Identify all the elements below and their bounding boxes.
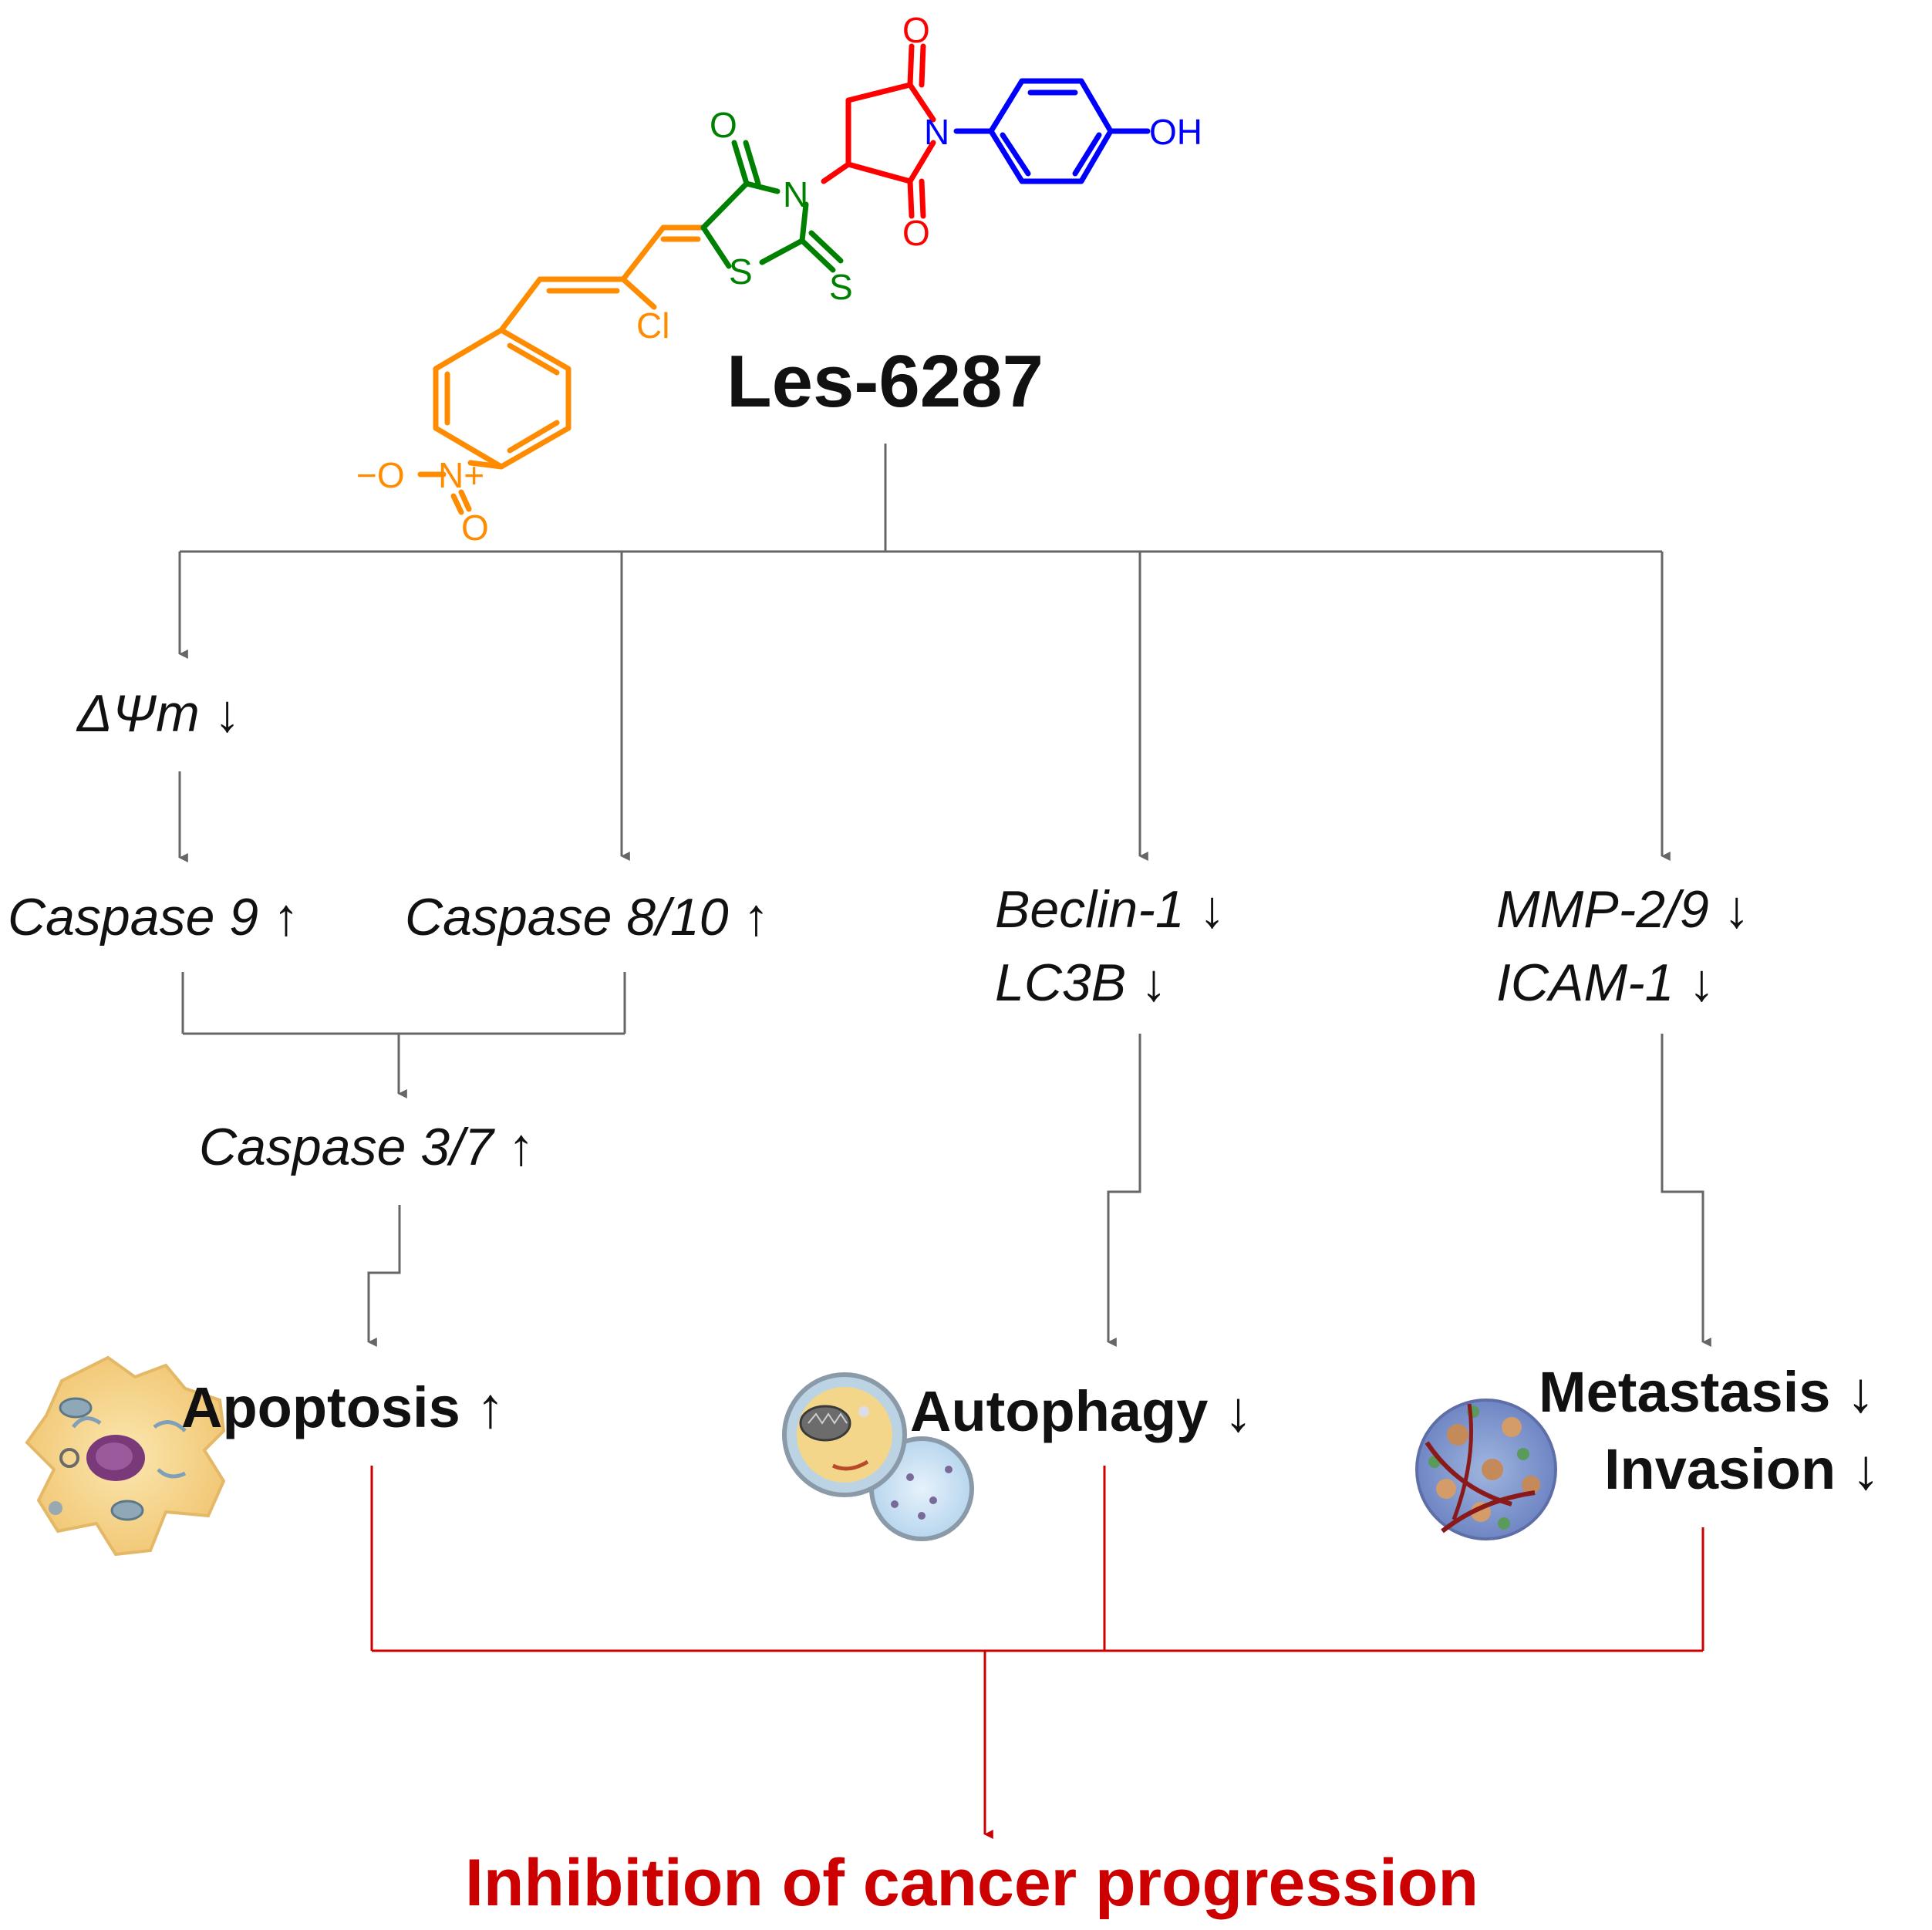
caspase8-10-label: Caspase 8/10 ↑: [405, 888, 770, 946]
lc3b-label: LC3B ↓: [995, 953, 1167, 1012]
tumor-cell-cluster-icon: [1415, 1399, 1557, 1540]
atom-o-top: O: [902, 10, 930, 50]
mitochondrial-potential-label: ΔΨm ↓: [76, 684, 241, 743]
caspase3-7-label: Caspase 3/7 ↑: [199, 1118, 534, 1176]
connector-lines: [178, 444, 1711, 1347]
atom-nitro-o: O: [461, 508, 489, 548]
convergence-lines: [370, 1466, 1704, 1839]
les-6287-structure: O N O OH O N S S Cl −O N+ O: [356, 10, 1202, 548]
caspase9-label: Caspase 9 ↑: [8, 888, 299, 946]
atom-o-bottom: O: [902, 213, 930, 253]
conclusion-label: Inhibition of cancer progression: [465, 1846, 1479, 1920]
rhodanine-group: [700, 140, 844, 273]
atom-nitro-o-minus: −O: [356, 455, 405, 495]
atom-cl: Cl: [636, 305, 669, 346]
atom-s-thione: S: [829, 267, 853, 307]
hydroxyphenyl-group: [953, 78, 1151, 184]
atom-nitro-n-plus: N+: [438, 455, 484, 495]
nitrophenyl-group: [417, 224, 666, 515]
apoptotic-cell-icon: [25, 1355, 226, 1557]
compound-name: Les-6287: [727, 340, 1044, 423]
icam1-label: ICAM-1 ↓: [1496, 953, 1715, 1012]
atom-s-ring: S: [729, 251, 753, 292]
metastasis-label: Metastasis ↓: [1539, 1360, 1875, 1424]
apoptosis-label: Apoptosis ↑: [181, 1375, 504, 1439]
mmp2-9-label: MMP-2/9 ↓: [1496, 880, 1750, 939]
atom-n-thiazolidinone: N: [783, 174, 808, 214]
atom-oh: OH: [1149, 112, 1202, 152]
atom-o-thiazolidinone: O: [710, 105, 737, 145]
invasion-label: Invasion ↓: [1604, 1437, 1880, 1501]
succinimide-group: [821, 43, 936, 219]
beclin1-label: Beclin-1 ↓: [995, 880, 1226, 939]
atom-n-succinimide: N: [924, 112, 949, 152]
autophagy-label: Autophagy ↓: [910, 1379, 1253, 1443]
autophagosome-icon: [782, 1372, 974, 1541]
